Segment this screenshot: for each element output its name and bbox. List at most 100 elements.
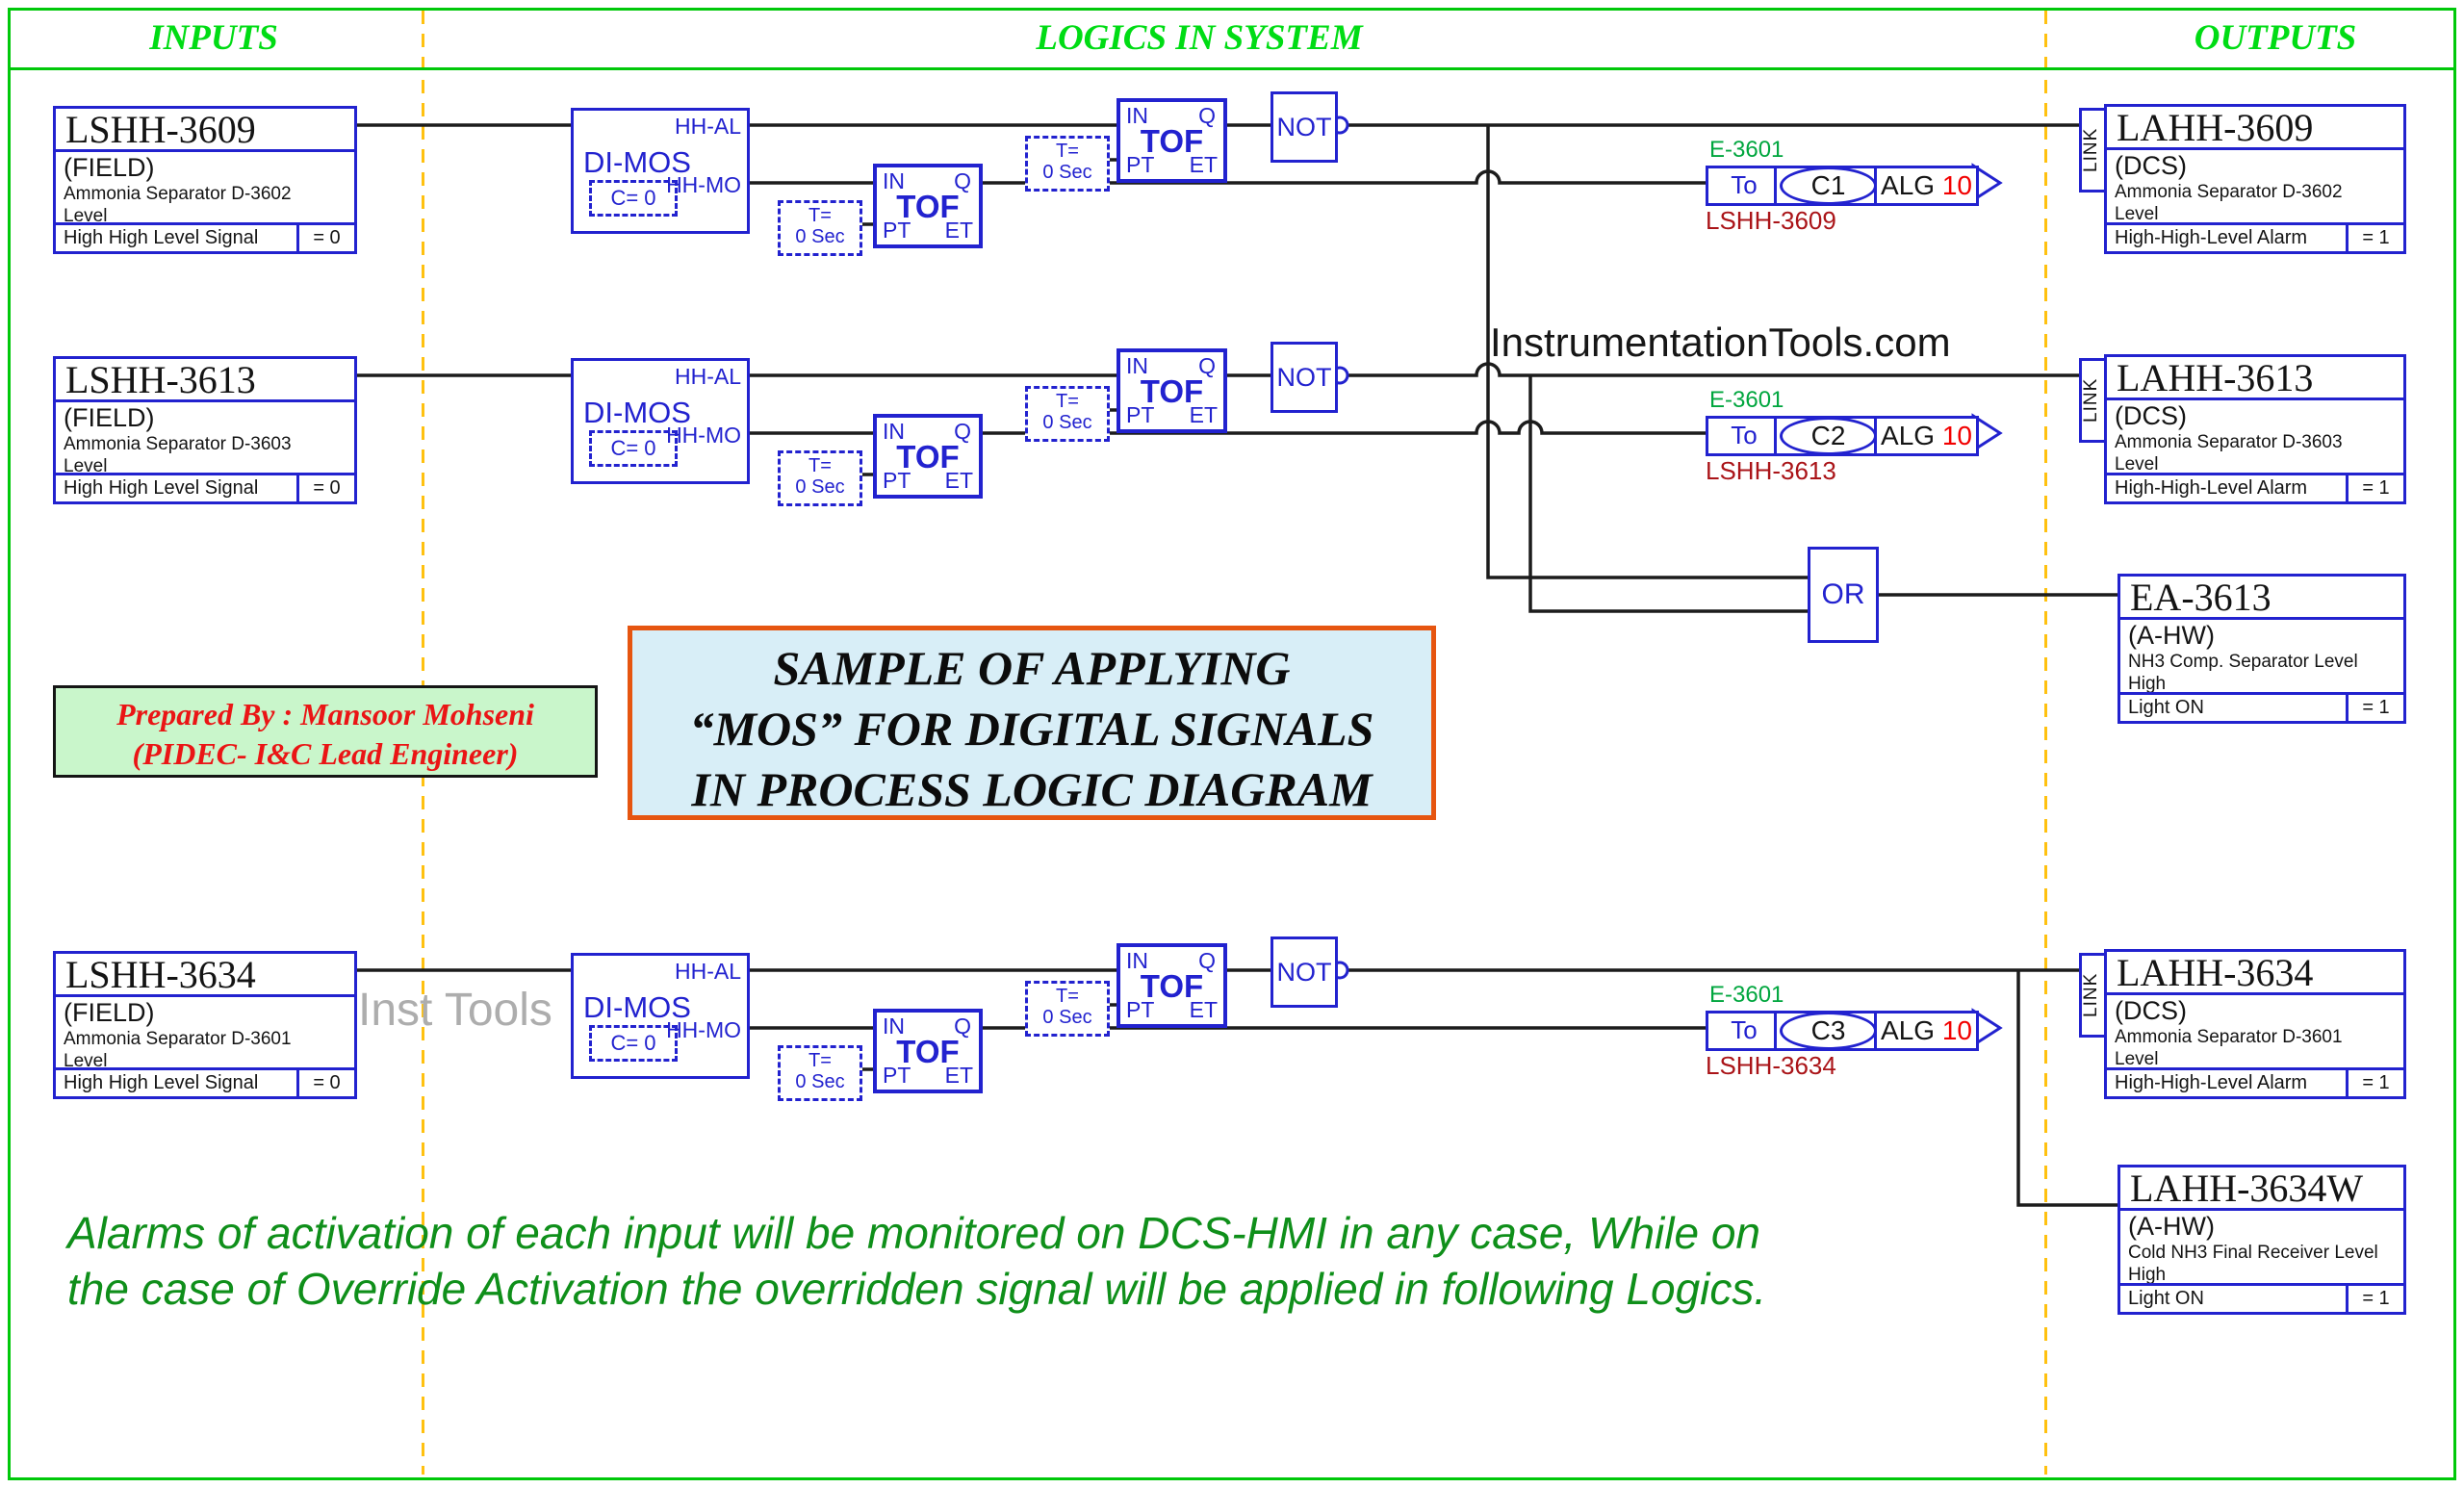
- input-signal: High High Level Signal: [64, 1072, 259, 1093]
- output-desc: (A-HW) NH3 Comp. Separator Level High: [2120, 620, 2403, 695]
- input-location: (FIELD): [64, 403, 155, 432]
- output-desc: (DCS) Ammonia Separator D-3602 Level: [2107, 150, 2403, 225]
- alg-label: ALG: [1881, 1015, 1936, 1045]
- output-tag: LAHH-3634W: [2120, 1167, 2403, 1211]
- pin-q: Q: [1198, 103, 1216, 128]
- watermark-instrumentationtools: InstrumentationTools.com: [1490, 320, 1951, 365]
- tof-block: IN Q TOF PT ET: [873, 164, 983, 248]
- output-desc-line2: Level: [2115, 454, 2159, 475]
- connector-dest-label: E-3601: [1709, 982, 1784, 1008]
- timer-value: 0 Sec: [795, 1071, 845, 1092]
- connector-dest-label: E-3601: [1709, 387, 1784, 413]
- diagram-title-box: SAMPLE OF APPLYING “MOS” FOR DIGITAL SIG…: [628, 626, 1436, 820]
- tof-label: TOF: [1140, 373, 1204, 409]
- timer-box: T= 0 Sec: [778, 450, 862, 506]
- tof-label: TOF: [1140, 123, 1204, 159]
- connector-code: C3: [1780, 1012, 1877, 1050]
- timer-t-label: T=: [808, 205, 832, 226]
- output-location: (A-HW): [2128, 1212, 2215, 1241]
- output-block-ea-3613: EA-3613 (A-HW) NH3 Comp. Separator Level…: [2118, 574, 2406, 724]
- output-desc-line1: Ammonia Separator D-3602: [2115, 182, 2343, 202]
- pin-q: Q: [954, 419, 971, 444]
- output-tag: EA-3613: [2120, 577, 2403, 620]
- alg-number: 10: [1941, 421, 1972, 450]
- timer-value: 0 Sec: [795, 226, 845, 247]
- output-signal: Light ON: [2128, 1288, 2204, 1309]
- output-tag: LAHH-3613: [2107, 357, 2403, 400]
- prepared-by-line2: (PIDEC- I&C Lead Engineer): [132, 736, 519, 771]
- input-block-row1: LSHH-3609 (FIELD) Ammonia Separator D-36…: [53, 106, 357, 254]
- output-value: = 1: [2346, 1286, 2403, 1312]
- timer-t-label: T=: [808, 1050, 832, 1071]
- timer-t-label: T=: [1056, 986, 1079, 1007]
- output-signal: High-High-Level Alarm: [2115, 227, 2308, 248]
- pin-in: IN: [1126, 103, 1148, 128]
- input-signal-row: High High Level Signal = 0: [56, 475, 354, 501]
- connector-code: C2: [1780, 417, 1877, 455]
- pin-pt: PT: [1126, 152, 1155, 177]
- tof-block: IN Q TOF PT ET: [873, 414, 983, 499]
- timer-t-label: T=: [1056, 141, 1079, 162]
- pin-q: Q: [1198, 353, 1216, 378]
- input-signal: High High Level Signal: [64, 477, 259, 499]
- not-gate: NOT: [1270, 91, 1338, 163]
- input-desc: (FIELD) Ammonia Separator D-3603 Level: [56, 402, 354, 475]
- input-desc: (FIELD) Ammonia Separator D-3602 Level: [56, 152, 354, 225]
- output-value: = 1: [2346, 1070, 2403, 1096]
- alg-label: ALG: [1881, 421, 1936, 450]
- alg-number: 10: [1941, 1015, 1972, 1045]
- logic-outputs-divider-dashed-line: [2044, 11, 2047, 1475]
- pin-hh-mo: HH-MO: [666, 1017, 741, 1042]
- timer-box: T= 0 Sec: [1025, 136, 1110, 192]
- pin-q: Q: [1198, 948, 1216, 973]
- input-location: (FIELD): [64, 998, 155, 1027]
- output-tag: LAHH-3634: [2107, 952, 2403, 995]
- alg-label: ALG: [1881, 170, 1936, 200]
- output-location: (DCS): [2115, 996, 2187, 1025]
- input-tag: LSHH-3634: [56, 954, 354, 997]
- pin-hh-al: HH-AL: [674, 364, 741, 389]
- input-desc-line2: Level: [64, 206, 108, 225]
- title-line1: SAMPLE OF APPLYING: [773, 641, 1291, 695]
- header-divider-line: [8, 67, 2456, 70]
- mos-counter-box: C= 0: [589, 430, 678, 467]
- tof-label: TOF: [896, 1034, 960, 1069]
- output-desc-line1: Ammonia Separator D-3601: [2115, 1027, 2343, 1047]
- input-desc-line2: Level: [64, 456, 108, 475]
- di-mos-block-row2: DI-MOS HH-AL HH-MO C= 0: [571, 358, 750, 484]
- mos-counter-box: C= 0: [589, 180, 678, 217]
- output-desc-line2: Level: [2115, 204, 2159, 224]
- input-tag: LSHH-3613: [56, 359, 354, 402]
- pin-pt: PT: [883, 218, 911, 243]
- pin-pt: PT: [883, 468, 911, 493]
- output-block-lahh-3634: LAHH-3634 (DCS) Ammonia Separator D-3601…: [2104, 949, 2406, 1099]
- output-signal-row: High-High-Level Alarm = 1: [2107, 1070, 2403, 1096]
- pin-hh-mo: HH-MO: [666, 172, 741, 197]
- connector-code-cell: C2: [1774, 416, 1883, 456]
- output-location: (DCS): [2115, 151, 2187, 180]
- output-location: (A-HW): [2128, 621, 2215, 650]
- mos-counter-box: C= 0: [589, 1025, 678, 1062]
- output-value: = 1: [2346, 225, 2403, 251]
- prepared-by-line1: Prepared By : Mansoor Mohseni: [116, 697, 534, 731]
- input-value: = 0: [296, 1070, 354, 1096]
- input-value: = 0: [296, 225, 354, 251]
- pin-et: ET: [1189, 402, 1218, 427]
- pin-hh-al: HH-AL: [674, 959, 741, 984]
- footer-note: Alarms of activation of each input will …: [67, 1205, 1766, 1317]
- connector-code: C1: [1780, 167, 1877, 205]
- connector-source-tag: LSHH-3634: [1706, 1051, 1836, 1080]
- pin-in: IN: [883, 168, 905, 193]
- output-block-lahh-3609: LAHH-3609 (DCS) Ammonia Separator D-3602…: [2104, 104, 2406, 254]
- pin-et: ET: [944, 468, 973, 493]
- pin-in: IN: [1126, 353, 1148, 378]
- output-signal-row: High-High-Level Alarm = 1: [2107, 475, 2403, 501]
- di-mos-block-row3: DI-MOS HH-AL HH-MO C= 0: [571, 953, 750, 1079]
- footer-note-line1: Alarms of activation of each input will …: [67, 1208, 1761, 1258]
- output-desc: (DCS) Ammonia Separator D-3601 Level: [2107, 995, 2403, 1070]
- output-desc-line2: Level: [2115, 1049, 2159, 1069]
- timer-value: 0 Sec: [795, 476, 845, 498]
- connector-alg-cell: ALG 10: [1874, 1011, 1979, 1051]
- timer-box: T= 0 Sec: [778, 200, 862, 256]
